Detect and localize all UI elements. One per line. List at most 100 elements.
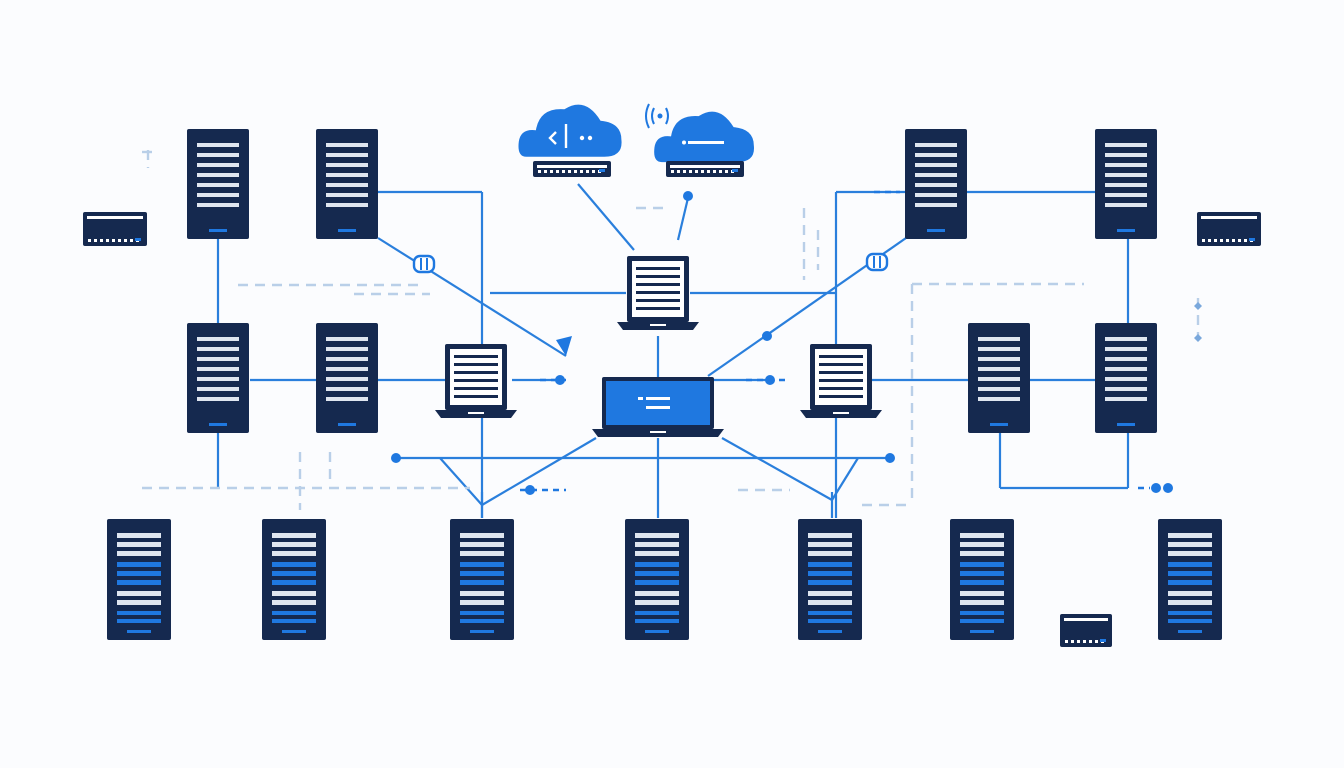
server-icon bbox=[187, 129, 249, 239]
server-slot bbox=[326, 203, 368, 207]
server-led bbox=[338, 423, 356, 426]
server-body bbox=[450, 519, 514, 640]
server-slot bbox=[460, 542, 504, 547]
server-slot bbox=[117, 551, 161, 556]
server-icon bbox=[262, 519, 326, 640]
server-icon bbox=[1095, 129, 1157, 239]
server-slot bbox=[1168, 611, 1212, 615]
server-slot bbox=[915, 163, 957, 167]
server-slot bbox=[915, 173, 957, 177]
server-slot bbox=[117, 600, 161, 605]
server-slot bbox=[808, 551, 852, 556]
server-slot bbox=[326, 173, 368, 177]
server-slot bbox=[326, 347, 368, 351]
server-led bbox=[1178, 630, 1202, 633]
server-slot bbox=[978, 387, 1020, 391]
server-slot bbox=[197, 377, 239, 381]
server-slot bbox=[808, 571, 852, 576]
switch-port bbox=[1071, 640, 1074, 643]
server-slot bbox=[960, 533, 1004, 538]
server-slot bbox=[272, 580, 316, 585]
server-slot bbox=[117, 571, 161, 576]
server-led bbox=[970, 630, 994, 633]
server-icon bbox=[1158, 519, 1222, 640]
diamond-marker bbox=[1194, 302, 1202, 310]
server-slot bbox=[460, 591, 504, 596]
server-icon bbox=[107, 519, 171, 640]
server-slot bbox=[635, 619, 679, 623]
server-slot bbox=[978, 347, 1020, 351]
server-slot bbox=[978, 397, 1020, 401]
screen-line bbox=[819, 363, 863, 366]
screen-mark bbox=[646, 397, 670, 400]
screen-line bbox=[819, 379, 863, 382]
server-slot bbox=[808, 542, 852, 547]
link-node-dot bbox=[885, 453, 895, 463]
server-slot bbox=[326, 153, 368, 157]
switch-body bbox=[1197, 212, 1261, 246]
server-led bbox=[645, 630, 669, 633]
screen-line bbox=[636, 283, 680, 286]
link-node-dot bbox=[555, 375, 565, 385]
switch-stripe bbox=[1064, 618, 1108, 621]
laptop-icon bbox=[617, 256, 699, 330]
server-led bbox=[127, 630, 151, 633]
server-slot bbox=[635, 600, 679, 605]
screen-line bbox=[454, 395, 498, 398]
server-slot bbox=[915, 143, 957, 147]
server-slot bbox=[197, 347, 239, 351]
switch-port bbox=[701, 170, 704, 173]
cloud-shape bbox=[518, 104, 622, 157]
server-slot bbox=[1168, 562, 1212, 567]
switch-port bbox=[1089, 640, 1092, 643]
server-slot bbox=[117, 533, 161, 538]
server-slot bbox=[960, 551, 1004, 556]
server-slot bbox=[960, 571, 1004, 576]
switch-port bbox=[574, 170, 577, 173]
screen-line bbox=[636, 307, 680, 310]
switch-led bbox=[599, 169, 605, 172]
switch-port bbox=[1208, 239, 1211, 242]
server-slot bbox=[326, 337, 368, 341]
switch-led bbox=[1100, 639, 1106, 642]
laptop-icon bbox=[592, 377, 724, 437]
server-icon bbox=[950, 519, 1014, 640]
server-slot bbox=[117, 619, 161, 623]
server-icon bbox=[968, 323, 1030, 433]
screen-line bbox=[454, 387, 498, 390]
switch-port bbox=[112, 239, 115, 242]
server-slot bbox=[915, 193, 957, 197]
server-slot bbox=[326, 367, 368, 371]
screen-line bbox=[454, 363, 498, 366]
server-slot bbox=[1105, 153, 1147, 157]
switch-led bbox=[1249, 238, 1255, 241]
laptop-trackpad bbox=[650, 324, 666, 326]
server-led bbox=[1117, 423, 1135, 426]
switch-body bbox=[83, 212, 147, 246]
server-led bbox=[818, 630, 842, 633]
switch-port bbox=[88, 239, 91, 242]
server-icon bbox=[316, 323, 378, 433]
server-slot bbox=[1105, 347, 1147, 351]
network-nodes bbox=[83, 103, 1261, 647]
server-slot bbox=[1168, 619, 1212, 623]
server-slot bbox=[960, 562, 1004, 567]
switch-stripe bbox=[537, 165, 607, 168]
server-slot bbox=[272, 619, 316, 623]
server-slot bbox=[960, 611, 1004, 615]
switch-led bbox=[135, 238, 141, 241]
switch-port bbox=[1214, 239, 1217, 242]
server-icon bbox=[625, 519, 689, 640]
cloud-icon bbox=[518, 104, 622, 157]
server-slot bbox=[272, 571, 316, 576]
server-slot bbox=[808, 619, 852, 623]
server-slot bbox=[197, 193, 239, 197]
switch-port bbox=[544, 170, 547, 173]
server-slot bbox=[272, 611, 316, 615]
laptop-screen bbox=[606, 381, 710, 425]
server-slot bbox=[1168, 533, 1212, 538]
server-slot bbox=[326, 397, 368, 401]
switch-port bbox=[1220, 239, 1223, 242]
wifi-dot bbox=[657, 113, 663, 119]
connection-line bbox=[439, 457, 483, 506]
